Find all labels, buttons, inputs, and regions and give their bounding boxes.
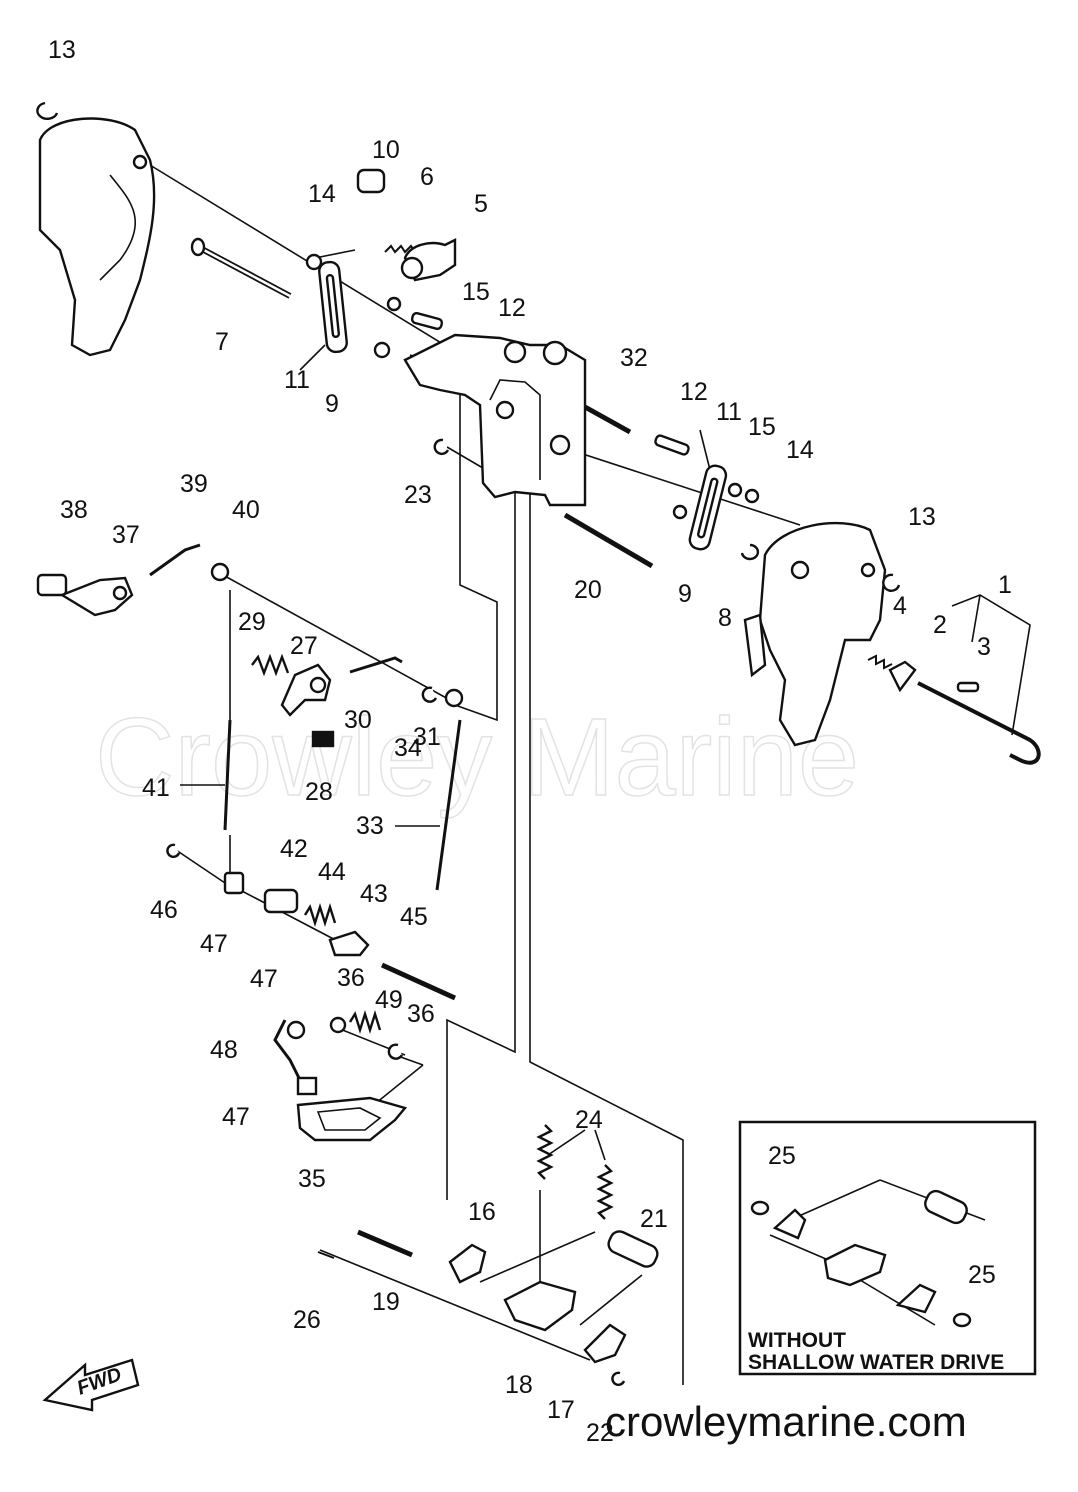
callout-21: 21 [640,1205,668,1233]
callout-24: 24 [575,1106,603,1134]
callout-38: 38 [60,496,88,524]
callout-26: 26 [293,1306,321,1334]
callout-19: 19 [372,1288,400,1316]
callout-47: 47 [250,965,278,993]
callout-9: 9 [678,580,692,608]
callout-17: 17 [547,1396,575,1424]
inset-without-shallow-water-drive: WITHOUT SHALLOW WATER DRIVE [738,1120,1037,1376]
callout-47: 47 [222,1103,250,1131]
callout-44: 44 [318,858,346,886]
callout-12: 12 [498,294,526,322]
callout-11: 11 [284,366,310,394]
callout-14: 14 [308,180,336,208]
callout-9: 9 [325,390,339,418]
callout-numbers: 13 10 6 14 5 15 12 7 11 9 32 12 11 15 14… [48,36,1012,1447]
parts [36,101,1041,1386]
callout-49: 49 [375,986,403,1014]
callout-20: 20 [574,576,602,604]
callout-30: 30 [344,706,372,734]
callout-3: 3 [977,633,991,661]
inset-caption-line2: SHALLOW WATER DRIVE [748,1351,1004,1374]
callout-48: 48 [210,1036,238,1064]
callout-22: 22 [586,1419,614,1447]
callout-16: 16 [468,1198,496,1226]
callout-25: 25 [768,1142,796,1170]
callout-10: 10 [372,136,400,164]
callout-31: 31 [413,723,441,751]
callout-18: 18 [505,1371,533,1399]
site-url: crowleymarine.com [605,1398,967,1445]
callout-37: 37 [112,521,140,549]
callout-14: 14 [786,436,814,464]
callout-35: 35 [298,1165,326,1193]
callout-2: 2 [933,611,947,639]
callout-13: 13 [908,503,936,531]
callout-46: 46 [150,896,178,924]
callout-1: 1 [998,571,1012,599]
callout-39: 39 [180,470,208,498]
callout-15: 15 [748,413,776,441]
callout-28: 28 [305,778,333,806]
callout-8: 8 [718,604,732,632]
right-clamp-bracket [758,521,887,747]
callout-45: 45 [400,903,428,931]
callout-42: 42 [280,835,308,863]
callout-47: 47 [200,930,228,958]
callout-33: 33 [356,812,384,840]
callout-40: 40 [232,496,260,524]
callout-41: 41 [142,774,170,802]
callout-29: 29 [238,608,266,636]
callout-4: 4 [893,592,907,620]
callout-7: 7 [215,328,229,356]
callout-15: 15 [462,278,490,306]
callout-43: 43 [360,880,388,908]
callout-27: 27 [290,632,318,660]
watermark: Crowley Marine [95,696,859,819]
callout-13: 13 [48,36,76,64]
left-clamp-bracket [38,117,156,357]
callout-23: 23 [404,481,432,509]
callout-12: 12 [680,378,708,406]
callout-5: 5 [474,190,488,218]
callout-36: 36 [337,964,365,992]
forward-arrow-icon: FWD [42,1358,140,1412]
callout-34: 34 [394,734,422,762]
callout-6: 6 [420,163,434,191]
callout-11: 11 [716,398,742,426]
callout-25: 25 [968,1261,996,1289]
inset-caption-line1: WITHOUT [748,1329,846,1352]
callout-36: 36 [407,1000,435,1028]
assembly-lines [144,161,1031,1385]
callout-32: 32 [620,344,648,372]
